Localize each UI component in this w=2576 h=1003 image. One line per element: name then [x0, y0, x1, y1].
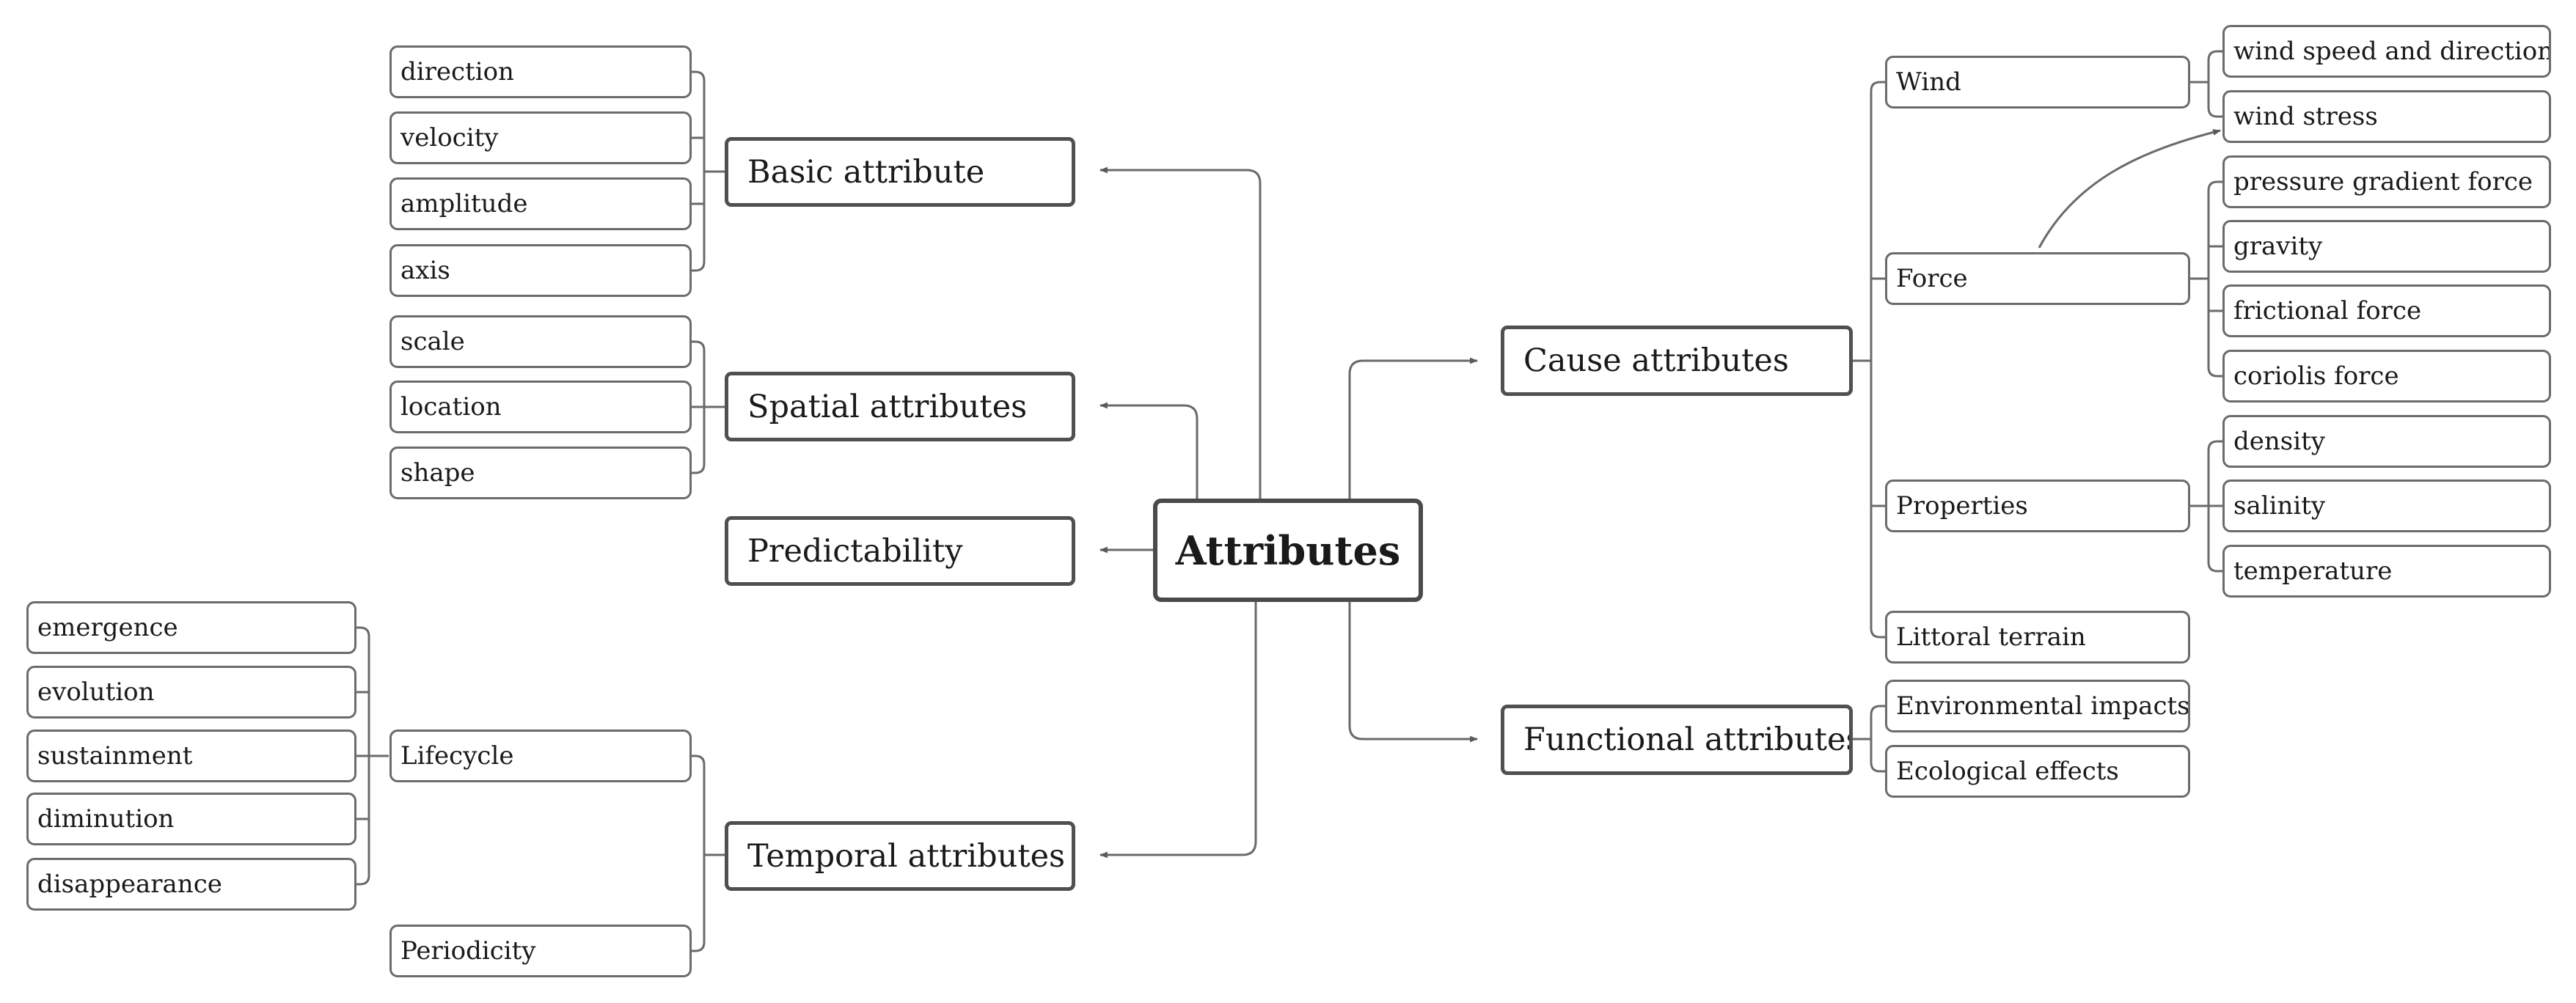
leaf-temperature: temperature	[2222, 545, 2551, 598]
leaf-evolution: evolution	[26, 666, 356, 719]
leaf-amplitude: amplitude	[389, 177, 692, 230]
leaf-wind-stress: wind stress	[2222, 90, 2551, 143]
leaf-sustainment: sustainment	[26, 730, 356, 782]
leaf-velocity: velocity	[389, 111, 692, 164]
leaf-wind-speed-and-direction: wind speed and direction	[2222, 25, 2551, 78]
leaf-periodicity: Periodicity	[389, 925, 692, 977]
leaf-disappearance: disappearance	[26, 858, 356, 911]
category-predictability: Predictability	[725, 516, 1075, 586]
arrow-functional	[1348, 602, 1479, 743]
leaf-salinity: salinity	[2222, 480, 2551, 532]
leaf-frictional-force: frictional force	[2222, 284, 2551, 337]
leaf-location: location	[389, 381, 692, 433]
root-node-attributes: Attributes	[1153, 499, 1423, 602]
leaf-shape: shape	[389, 447, 692, 499]
leaf-lifecycle: Lifecycle	[389, 730, 692, 782]
leaf-ecological-effects: Ecological effects	[1885, 745, 2190, 798]
leaf-axis: axis	[389, 244, 692, 297]
category-functional-attributes: Functional attributes	[1501, 705, 1853, 775]
leaf-gravity: gravity	[2222, 220, 2551, 273]
leaf-emergence: emergence	[26, 601, 356, 654]
leaf-coriolis-force: coriolis force	[2222, 350, 2551, 403]
leaf-environmental-impacts: Environmental impacts	[1885, 680, 2190, 732]
arrow-force-to-wind-stress	[2038, 129, 2222, 249]
category-basic-attribute: Basic attribute	[725, 137, 1075, 207]
leaf-force: Force	[1885, 252, 2190, 305]
leaf-density: density	[2222, 415, 2551, 468]
category-temporal-attributes: Temporal attributes	[725, 821, 1075, 891]
category-cause-attributes: Cause attributes	[1501, 326, 1853, 396]
leaf-diminution: diminution	[26, 793, 356, 845]
leaf-properties: Properties	[1885, 480, 2190, 532]
leaf-wind: Wind	[1885, 56, 2190, 109]
arrow-temporal	[1099, 602, 1257, 859]
category-spatial-attributes: Spatial attributes	[725, 372, 1075, 441]
leaf-scale: scale	[389, 315, 692, 368]
arrow-cause	[1348, 357, 1479, 499]
leaf-pressure-gradient-force: pressure gradient force	[2222, 155, 2551, 208]
arrow-basic	[1099, 166, 1262, 499]
leaf-direction: direction	[389, 45, 692, 98]
arrow-spatial	[1099, 402, 1199, 499]
leaf-littoral-terrain: Littoral terrain	[1885, 611, 2190, 664]
